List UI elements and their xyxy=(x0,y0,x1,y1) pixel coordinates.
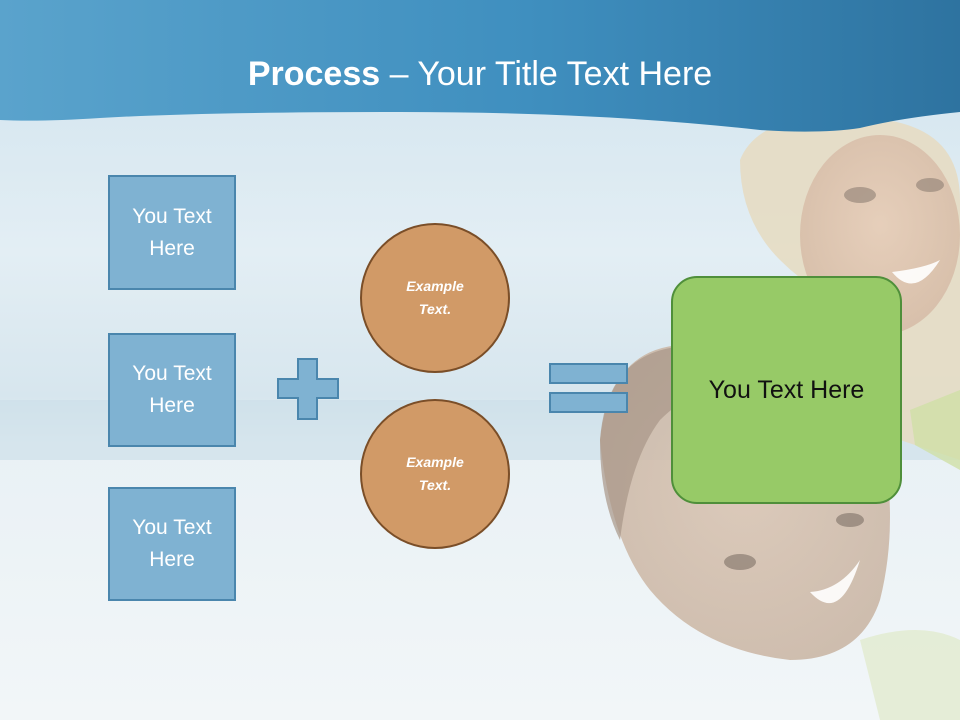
equals-icon xyxy=(549,363,628,413)
result-label: You Text Here xyxy=(708,375,865,404)
plus-icon xyxy=(277,358,339,420)
text-box-2-line1: You Text xyxy=(132,362,212,385)
page-title: Process – Your Title Text Here xyxy=(0,52,960,96)
text-box-1-line2: Here xyxy=(149,236,195,260)
text-box-1-line1: You Text xyxy=(132,204,212,228)
text-box-3-line2: Here xyxy=(149,548,195,571)
text-box-3-line1: You Text xyxy=(132,516,212,539)
title-rest: – Your Title Text Here xyxy=(380,55,713,93)
result-box: You Text Here xyxy=(671,276,902,504)
header-band xyxy=(0,0,960,132)
example-circle-1-line1: Example xyxy=(406,278,464,294)
title-bold: Process xyxy=(247,55,381,93)
example-circle-2-line2: Text. xyxy=(418,477,452,493)
example-circle-2-line1: Example xyxy=(406,454,464,470)
example-circle-1-line2: Text. xyxy=(418,301,452,317)
text-box-2-line2: Here xyxy=(149,394,195,417)
